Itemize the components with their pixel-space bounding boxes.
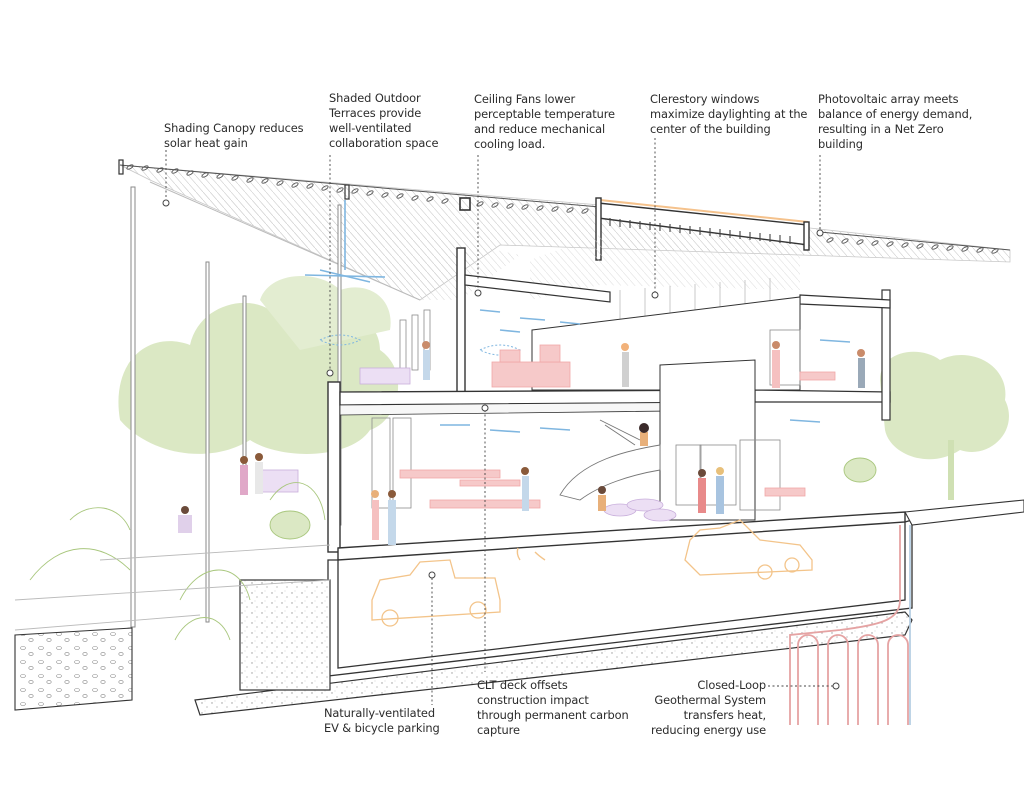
people: [178, 341, 865, 545]
vehicles: [371, 519, 813, 627]
callout-ceiling-fans: Ceiling Fans lower perceptable temperatu…: [474, 92, 615, 151]
geothermal-loops: [789, 525, 911, 725]
ceiling-fans: [304, 200, 851, 433]
leader-dots: [162, 199, 840, 690]
leader-lines: [165, 138, 833, 705]
furniture: [399, 344, 836, 509]
callout-outdoor-terraces: Shaded Outdoor Terraces provide well-ven…: [329, 91, 439, 150]
callout-clt-deck: CLT deck offsets construction impact thr…: [477, 678, 629, 737]
shading-canopy: [118, 159, 1011, 628]
building-structure: [14, 247, 1024, 716]
stair: [559, 419, 661, 501]
callout-photovoltaic: Photovoltaic array meets balance of ener…: [818, 92, 973, 151]
foreground-plants: [14, 457, 877, 641]
clerestory-roof: [530, 197, 810, 340]
callout-geothermal: Closed-Loop Geothermal System transfers …: [651, 678, 766, 737]
callout-clerestory: Clerestory windows maximize daylighting …: [650, 92, 808, 136]
lounge-furniture: [257, 367, 677, 522]
callout-shading-canopy: Shading Canopy reduces solar heat gain: [164, 121, 304, 150]
callout-parking: Naturally-ventilated EV & bicycle parkin…: [324, 706, 440, 735]
